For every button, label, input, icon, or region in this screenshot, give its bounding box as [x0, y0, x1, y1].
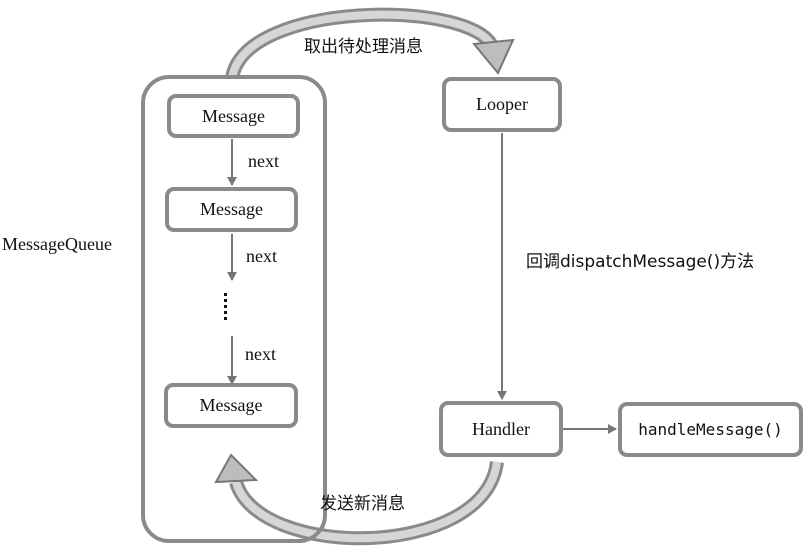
dispatch-text: 回调dispatchMessage()方法	[526, 252, 755, 272]
message-node-1: Message	[167, 94, 300, 138]
handler-node: Handler	[439, 401, 563, 457]
next-label-1: next	[248, 151, 279, 171]
handle-message-node: handleMessage()	[618, 402, 803, 457]
send-label: 发送新消息	[320, 494, 405, 514]
next-label-2: next	[246, 246, 277, 266]
message-queue-label: MessageQueue	[2, 234, 112, 254]
message-node-3: Message	[164, 383, 298, 428]
send-arrow	[214, 453, 504, 546]
ellipsis-dots	[222, 293, 228, 327]
dispatch-label: 回调dispatchMessage()方法	[526, 247, 754, 272]
fetch-arrow	[225, 7, 515, 80]
message-queue-container	[141, 75, 327, 543]
message-node-2: Message	[165, 187, 298, 232]
looper-node: Looper	[442, 77, 562, 132]
next-label-3: next	[245, 344, 276, 364]
fetch-label: 取出待处理消息	[304, 37, 423, 57]
